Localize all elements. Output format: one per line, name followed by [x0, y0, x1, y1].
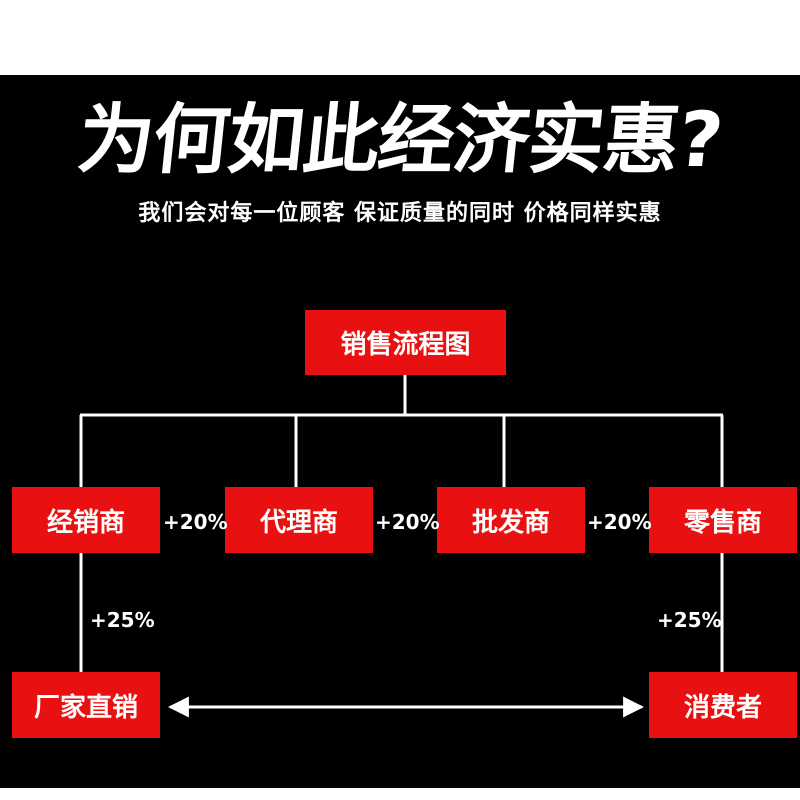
- markup-factory-dealer: +25%: [90, 608, 155, 632]
- dealer-box: 经销商: [12, 487, 160, 553]
- markup-dealer-agent: +20%: [163, 510, 228, 534]
- root-box: 销售流程图: [305, 310, 506, 375]
- agent-box: 代理商: [225, 487, 373, 553]
- markup-agent-wholesaler: +20%: [375, 510, 440, 534]
- page-subtitle: 我们会对每一位顾客 保证质量的同时 价格同样实惠: [138, 201, 662, 226]
- diagram-panel: [0, 75, 800, 788]
- markup-wholesaler-retailer: +20%: [587, 510, 652, 534]
- consumer-box: 消费者: [649, 672, 797, 738]
- wholesaler-box: 批发商: [437, 487, 585, 553]
- factory-direct-box: 厂家直销: [12, 672, 160, 738]
- markup-retailer-consumer: +25%: [657, 608, 722, 632]
- retailer-box: 零售商: [649, 487, 797, 553]
